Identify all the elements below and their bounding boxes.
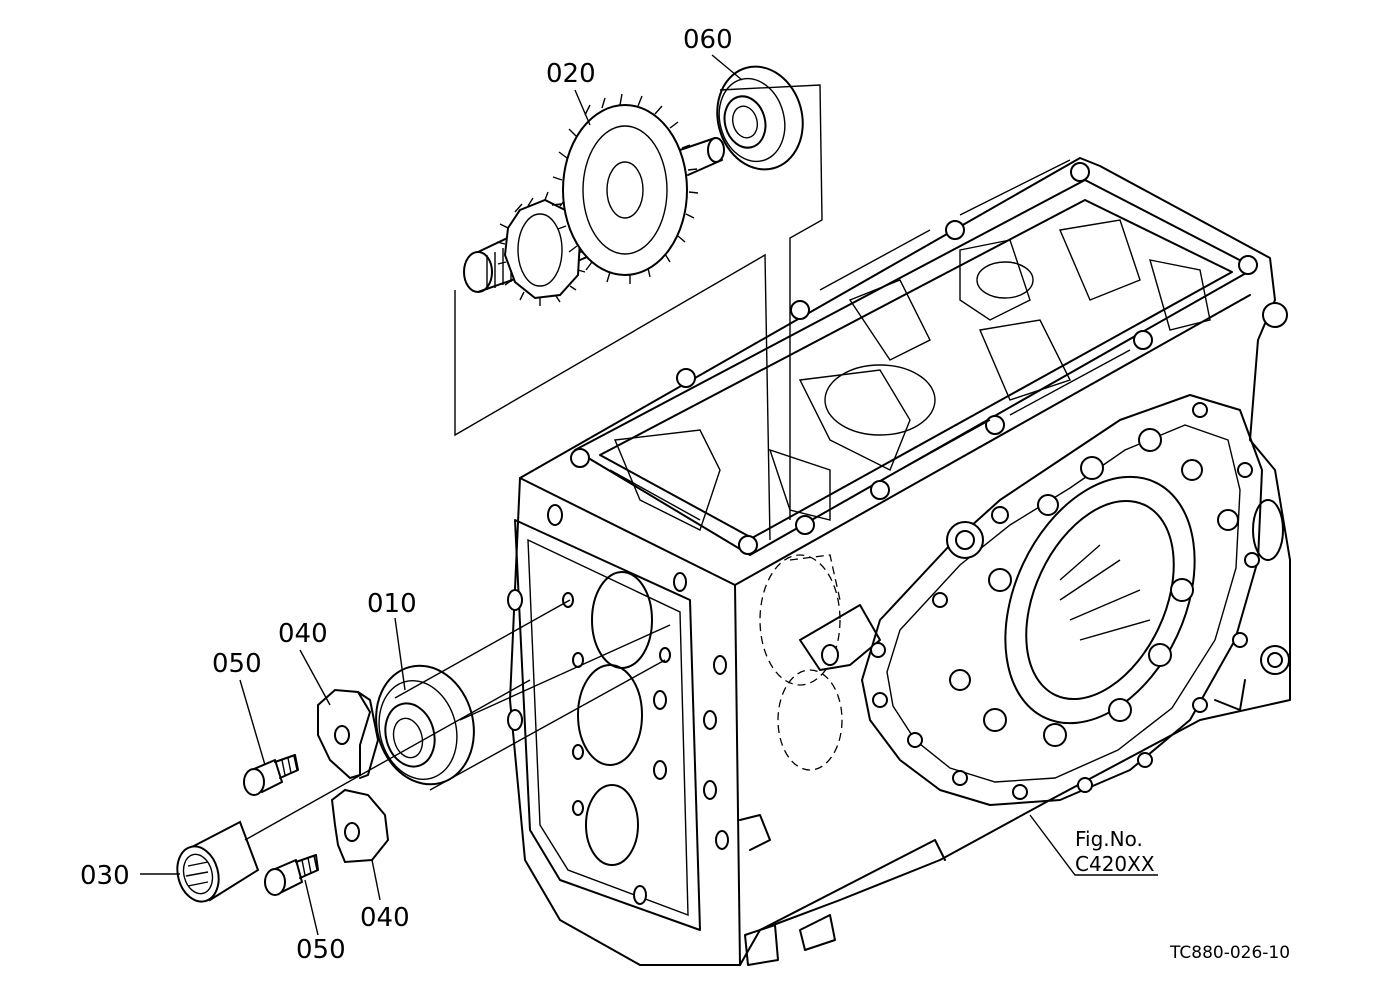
part-050-bolt-upper (243, 754, 299, 796)
callout-010: 010 (367, 589, 417, 619)
callout-030: 030 (80, 861, 130, 891)
drawing-code: TC880-026-10 (1169, 943, 1290, 963)
part-010-bearing (375, 664, 475, 786)
callout-040-upper: 040 (278, 619, 328, 649)
part-020-gear-shaft (463, 93, 725, 306)
assembly-lines (140, 54, 1158, 936)
fig-number-label: Fig.No. (1075, 827, 1143, 851)
part-040-lock-plate-lower (330, 788, 390, 864)
callout-060: 060 (683, 25, 733, 55)
part-040-lock-plate-upper (317, 688, 379, 780)
callout-020: 020 (546, 59, 596, 89)
mounting-flange (861, 394, 1263, 806)
callout-050-lower: 050 (296, 935, 346, 965)
transmission-housing (507, 157, 1291, 966)
callout-050-upper: 050 (212, 649, 262, 679)
flange-bolt-holes (570, 162, 1288, 555)
part-050-bolt-lower (264, 854, 319, 896)
fig-number-code: C420XX (1075, 852, 1155, 876)
part-030-needle-sleeve (176, 820, 260, 903)
callout-040-lower: 040 (360, 903, 410, 933)
side-face-holes (507, 504, 729, 905)
